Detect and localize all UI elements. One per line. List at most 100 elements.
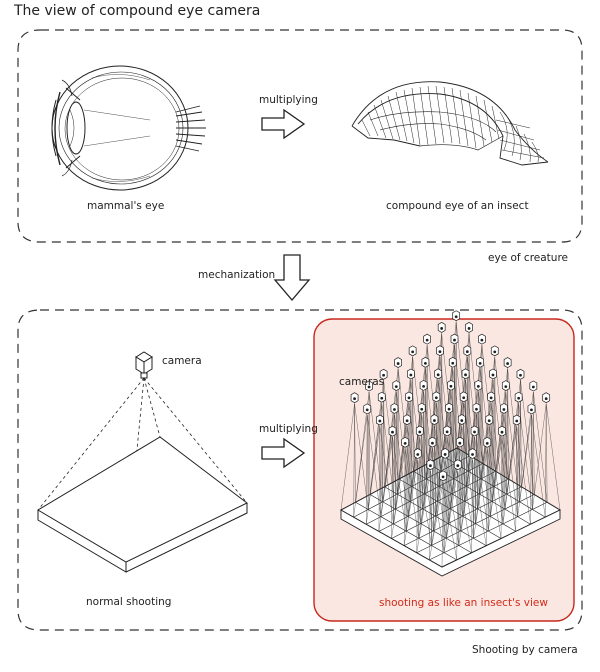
view-cone-line: [443, 470, 458, 553]
view-cone-line: [471, 459, 473, 553]
view-cone-line: [354, 403, 356, 503]
view-cone-line: [366, 414, 368, 525]
view-cone-line: [439, 356, 454, 479]
view-cone-line: [456, 321, 471, 456]
compound-eye-caption: compound eye of an insect: [386, 200, 529, 212]
camera-lens-icon: [445, 430, 449, 434]
view-cone-line: [502, 426, 517, 524]
view-cone-line: [416, 459, 418, 553]
camera-lens-icon: [462, 396, 466, 400]
camera-lens-icon: [458, 441, 462, 445]
view-cone-line: [516, 426, 518, 517]
view-cone-line: [487, 448, 489, 532]
view-cone-line: [457, 470, 459, 546]
camera-lens-icon: [394, 385, 398, 389]
view-cone-line: [481, 345, 496, 472]
view-cone-line: [530, 414, 532, 525]
view-cone-line: [546, 403, 548, 503]
view-cone-line: [340, 403, 355, 511]
view-cone-line: [488, 437, 503, 532]
eye-of-creature-label: eye of creature: [488, 252, 569, 264]
camera-lens-icon: [517, 396, 521, 400]
view-cone-line: [416, 470, 431, 553]
camera-lens-icon: [544, 397, 548, 401]
multiplying-label-bottom: multiplying: [259, 423, 318, 435]
view-cone-line: [546, 403, 561, 511]
camera-lens-icon: [480, 338, 484, 342]
camera-lens-icon: [471, 453, 474, 456]
mammal-eye-caption: mammal's eye: [87, 200, 165, 212]
camera-lens-icon: [378, 419, 382, 423]
camera-lens-icon: [519, 373, 522, 377]
camera-lens-icon: [485, 441, 489, 445]
view-cone-line: [455, 321, 457, 464]
camera-lens-icon: [416, 453, 420, 456]
view-cone-line: [493, 356, 495, 487]
camera-lens-icon: [530, 408, 533, 412]
camera-lens-icon: [365, 408, 369, 412]
camera-lens-icon: [396, 362, 400, 365]
camera-lens-icon: [438, 350, 442, 354]
camera-lens-icon: [467, 327, 471, 330]
view-cone-line: [468, 333, 483, 464]
view-cone-line: [411, 356, 413, 487]
camera-grid-illustration: [339, 310, 562, 577]
camera-lens-icon: [411, 350, 415, 354]
multiplying-arrow-top: [261, 108, 306, 140]
camera-lens-icon: [409, 373, 413, 377]
camera-lens-icon: [393, 408, 396, 411]
multiplying-arrow-bottom: [261, 437, 306, 469]
view-cone-line: [378, 426, 381, 532]
camera-lens-icon: [451, 361, 455, 365]
camera-lens-icon: [500, 430, 504, 434]
camera-lens-icon: [391, 430, 394, 434]
mechanization-label: mechanization: [198, 269, 276, 281]
camera-lens-icon: [454, 315, 458, 319]
view-cone-line: [354, 403, 369, 510]
view-cone-line: [392, 437, 394, 524]
view-cone-line: [515, 426, 517, 532]
camera-lens-icon: [475, 407, 478, 411]
camera-lens-icon: [429, 464, 432, 468]
camera-label: camera: [162, 355, 202, 367]
insect-view-caption: shooting as like an insect's view: [379, 597, 548, 609]
camera-lens-icon: [487, 419, 491, 423]
view-cone-line: [520, 380, 535, 495]
camera-lens-icon: [489, 396, 493, 400]
view-cone-line: [383, 380, 398, 495]
camera-lens-icon: [422, 384, 425, 388]
normal-shooting-caption: normal shooting: [86, 596, 172, 608]
view-cone-line: [391, 448, 406, 539]
view-cone-line: [507, 368, 522, 487]
camera-lens-icon: [353, 397, 356, 401]
camera-lens-icon: [441, 475, 445, 479]
eye-of-creature-frame: [17, 29, 583, 243]
camera-lens-icon: [420, 407, 424, 411]
camera-lens-icon: [506, 362, 510, 365]
camera-lens-icon: [380, 396, 384, 400]
view-cone-line: [437, 379, 453, 494]
view-cone-line: [486, 448, 488, 546]
camera-lens-icon: [453, 338, 456, 342]
camera-lens-icon: [423, 361, 427, 365]
view-cone-line: [441, 481, 444, 568]
view-cone-line: [531, 414, 533, 510]
view-cone-line: [438, 356, 441, 487]
view-cone-line: [430, 470, 432, 546]
page-title: The view of compound eye camera: [14, 3, 261, 19]
view-cone-line: [453, 345, 455, 479]
view-cone-line: [492, 379, 507, 495]
view-cone-line: [442, 481, 457, 560]
camera-lens-icon: [440, 327, 444, 330]
view-cone-line: [465, 379, 480, 494]
camera-lens-icon: [478, 361, 482, 365]
camera-lens-icon: [456, 464, 460, 468]
camera-lens-icon: [447, 407, 451, 411]
camera-lens-icon: [431, 441, 434, 445]
view-cone-line: [368, 391, 383, 502]
view-cone-line: [452, 368, 467, 487]
view-cone-line: [545, 403, 547, 518]
camera-lens-icon: [418, 430, 422, 434]
camera-lens-icon: [443, 453, 447, 456]
